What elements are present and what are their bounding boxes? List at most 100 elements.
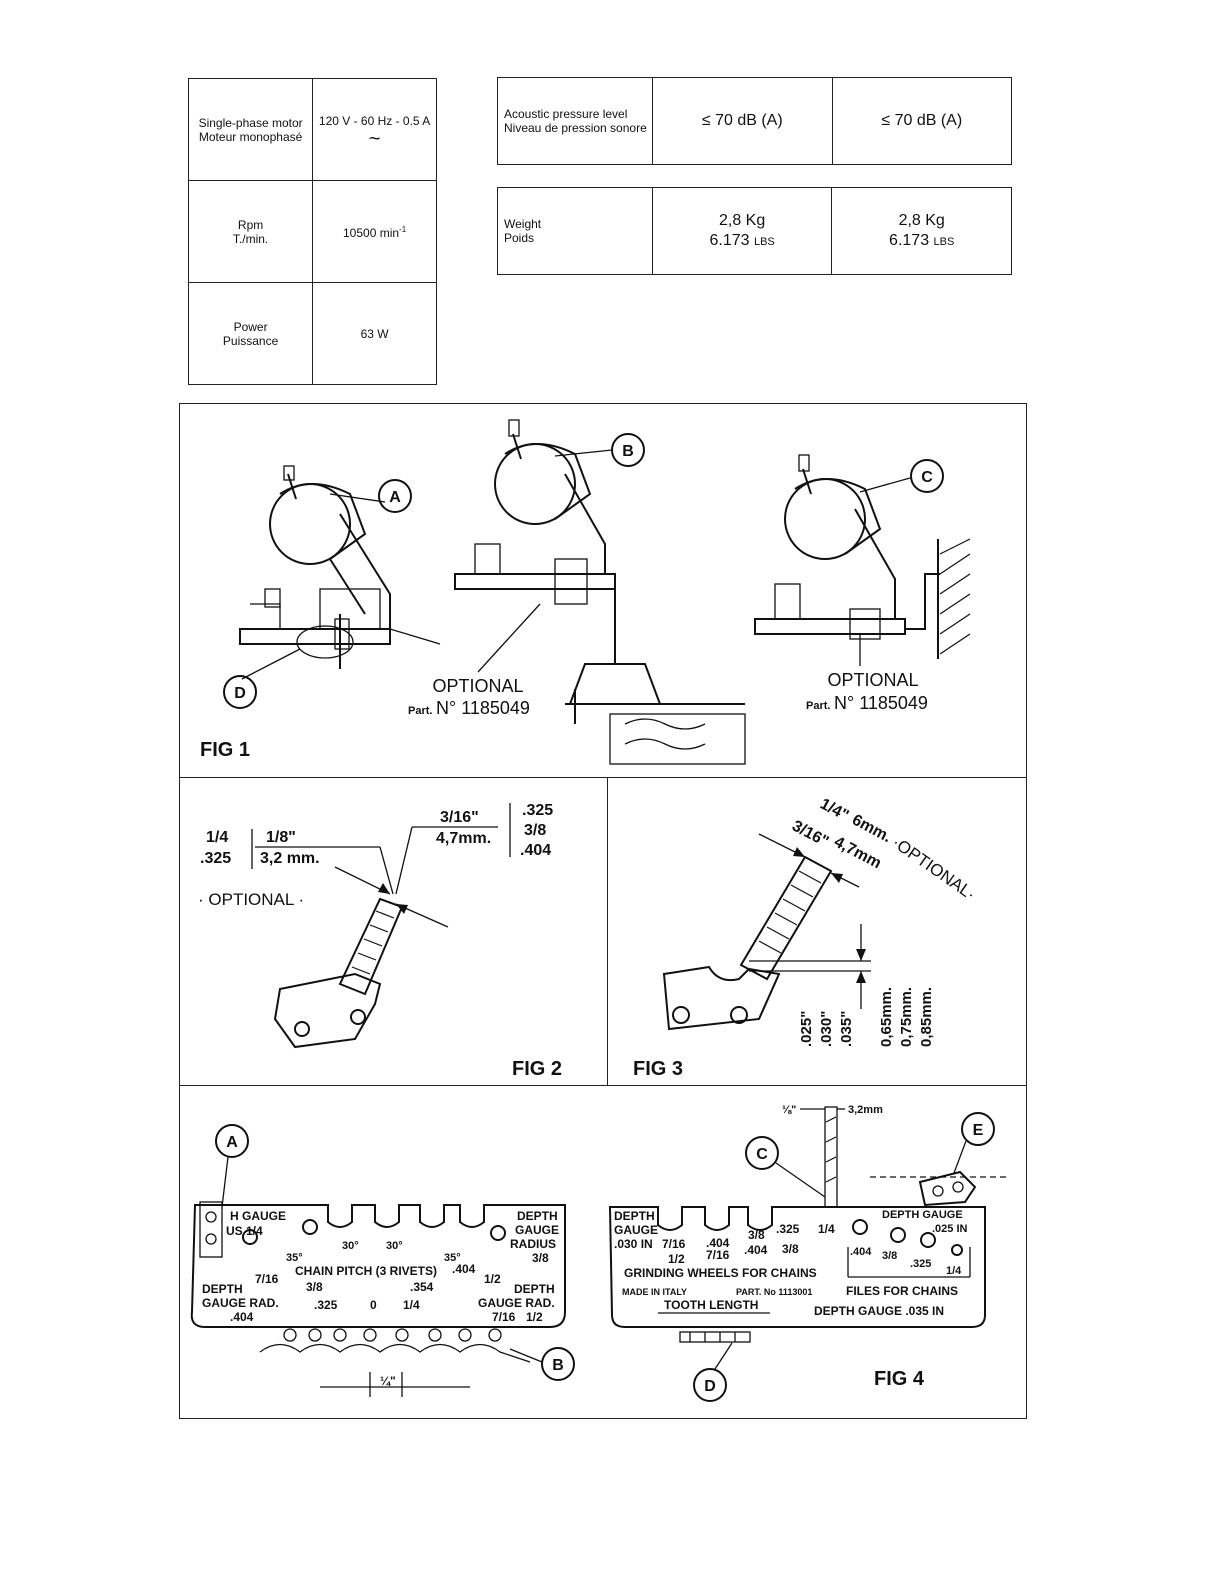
optional-label-1: OPTIONAL [432,676,523,696]
fig4-rg-file-38: 3/8 [882,1250,897,1262]
weight-unit: LBS [753,235,775,248]
fig2-mid-top: 1/8" [266,829,296,846]
fig4-size-404: .404 [452,1262,476,1276]
fig4-rg-404: .404 [706,1236,730,1250]
fig4-rg-38: 3/8 [748,1228,765,1242]
fig4-drawing: H GAUGE US 1/4 DEPTH GAUGE RADIUS 3/8 35… [190,1104,1010,1402]
fig4-callout-a-label: A [226,1134,238,1151]
fig4-us-quarter: US 1/4 [226,1224,263,1238]
fig4-size-354: .354 [410,1280,434,1294]
leader-optional-1 [477,603,541,673]
fig1-drawing: A D B OPTIONAL Part. N° 1185049 [200,419,971,765]
fig4-rg-030: .030 IN [614,1237,653,1251]
fig4-radius-label-1: DEPTH [517,1209,558,1223]
callout-a-label: A [389,489,401,506]
fig2-left-bottom: .325 [200,850,231,867]
spec-value: 63 W [360,326,389,341]
weight-kg: 2,8 Kg [718,211,766,229]
fig4-caption: FIG 4 [874,1368,925,1390]
fig2-mid-bottom: 3,2 mm. [260,850,320,867]
fig2-right-bottom: 4,7mm. [436,830,491,847]
fig3-file [739,855,833,981]
fig3-mm-085: 0,85mm. [918,987,935,1047]
weight-spec-table: Weight Poids 2,8 Kg 6.173 LBS 2,8 Kg 6.1… [497,187,1012,275]
ac-symbol: ~ [368,127,381,150]
leader-c [859,477,911,493]
fig3-mm-075: 0,75mm. [898,987,915,1047]
fig2-pitch-38: 3/8 [524,822,546,839]
spec-label-en: Rpm [237,217,264,232]
fig4-radius-label-2: GAUGE [515,1223,559,1237]
fig4-rg-404b: .404 [744,1243,768,1257]
fig4-rg-38b: 3/8 [782,1242,799,1256]
fig4-left-gauge [190,1201,566,1363]
wall-hatch [937,538,971,659]
spec-label-fr: T./min. [232,231,269,246]
fig4-depth-gauge-top: H GAUGE [230,1209,286,1223]
fig2-drawing: 1/4 .325 1/8" 3,2 mm. · OPTIONAL · 3/16"… [198,802,562,1080]
fig4-rg-grinding: GRINDING WHEELS FOR CHAINS [624,1266,817,1280]
fig3-cutter-link [662,965,781,1031]
spec-label-en: Power [233,319,268,334]
sharpener-machine-1 [239,465,441,669]
fig4-rg-12: 1/2 [668,1252,685,1266]
spec-label-fr: Poids [504,231,535,245]
fig4-callout-e-label: E [973,1122,984,1139]
fig4-rg-gauge: GAUGE [614,1223,658,1237]
fig4-radius-label-4: 3/8 [532,1251,549,1265]
acoustic-value-a: ≤ 70 dB (A) [652,77,833,165]
spec-label-en: Single-phase motor [198,115,303,130]
fig3-drawing: 1/4" 6mm. ·OPTIONAL· 3/16" 4,7mm .025" .… [633,796,980,1080]
spec-label-fr: Puissance [222,333,279,348]
fig4-rg-file-14: 1/4 [946,1265,962,1277]
fig4-callout-b [541,1347,575,1381]
fig4-right-depth: DEPTH [514,1282,555,1296]
weight-unit: LBS [933,235,955,248]
fig4-rg-files: FILES FOR CHAINS [846,1284,958,1298]
fig4-left-404: .404 [230,1310,254,1324]
fig2-pitch-404: .404 [520,842,551,859]
spec-label-en: Weight [504,217,542,231]
leader-a [329,493,386,503]
figures-frame [179,403,1027,1419]
callout-d [223,675,257,709]
fig2-caption: FIG 2 [512,1058,562,1080]
fig4-chain-pitch: CHAIN PITCH (3 RIVETS) [295,1264,437,1278]
spec-rpm-value: 10500 min-1 [312,180,437,283]
fig4-right-gauge-rad: GAUGE RAD. [478,1296,555,1310]
fig4-rg-made-in-italy: MADE IN ITALY [622,1287,687,1297]
callout-b-label: B [622,443,634,460]
fig4-callout-a [215,1124,249,1158]
weight-kg: 2,8 Kg [898,211,945,229]
spec-label-fr: Niveau de pression sonore [504,121,647,135]
fig3-optional: ·OPTIONAL· [889,833,980,904]
fig4-angle-30-right: 30° [386,1240,403,1252]
fig4-top-eighth: ⅛" [782,1104,796,1116]
spec-value-exponent: -1 [399,225,407,234]
fig4-rg-file-325: .325 [910,1258,931,1270]
fig4-rg-depth-035: DEPTH GAUGE .035 IN [814,1304,944,1318]
fig4-rg-716b: 7/16 [706,1248,730,1262]
part-prefix-1: Part. [408,705,432,717]
fig4-callout-e [961,1112,995,1146]
sharpener-machine-2 [454,419,746,765]
fig4-callout-b-label: B [552,1357,564,1374]
fig4-rg-tooth-length: TOOTH LENGTH [664,1298,758,1312]
spec-motor-value: 120 V - 60 Hz - 0.5 A ~ [312,78,437,181]
spec-value: 120 V - 60 Hz - 0.5 A [318,113,431,128]
fig4-left-depth: DEPTH [202,1282,243,1296]
sharpener-machine-3 [754,454,940,640]
callout-a [378,479,412,513]
part-number-1: N° 1185049 [436,698,530,718]
fig4-rg-025: .025 IN [932,1223,968,1235]
leader-b [554,449,613,457]
fig3-top-b: 6mm. [849,812,894,847]
fig4-rg-depth: DEPTH [614,1209,655,1223]
part-number-2: N° 1185049 [834,693,928,713]
fig4-angle-30-left: 30° [342,1240,359,1252]
spec-motor-label: Single-phase motor Moteur monophasé [187,78,314,181]
divider-fig1 [179,777,1027,778]
weight-value-b: 2,8 Kg 6.173 LBS [831,187,1012,275]
fig3-inch-030: .030" [818,1011,835,1047]
fig4-size-716-right: 7/16 [492,1310,516,1324]
